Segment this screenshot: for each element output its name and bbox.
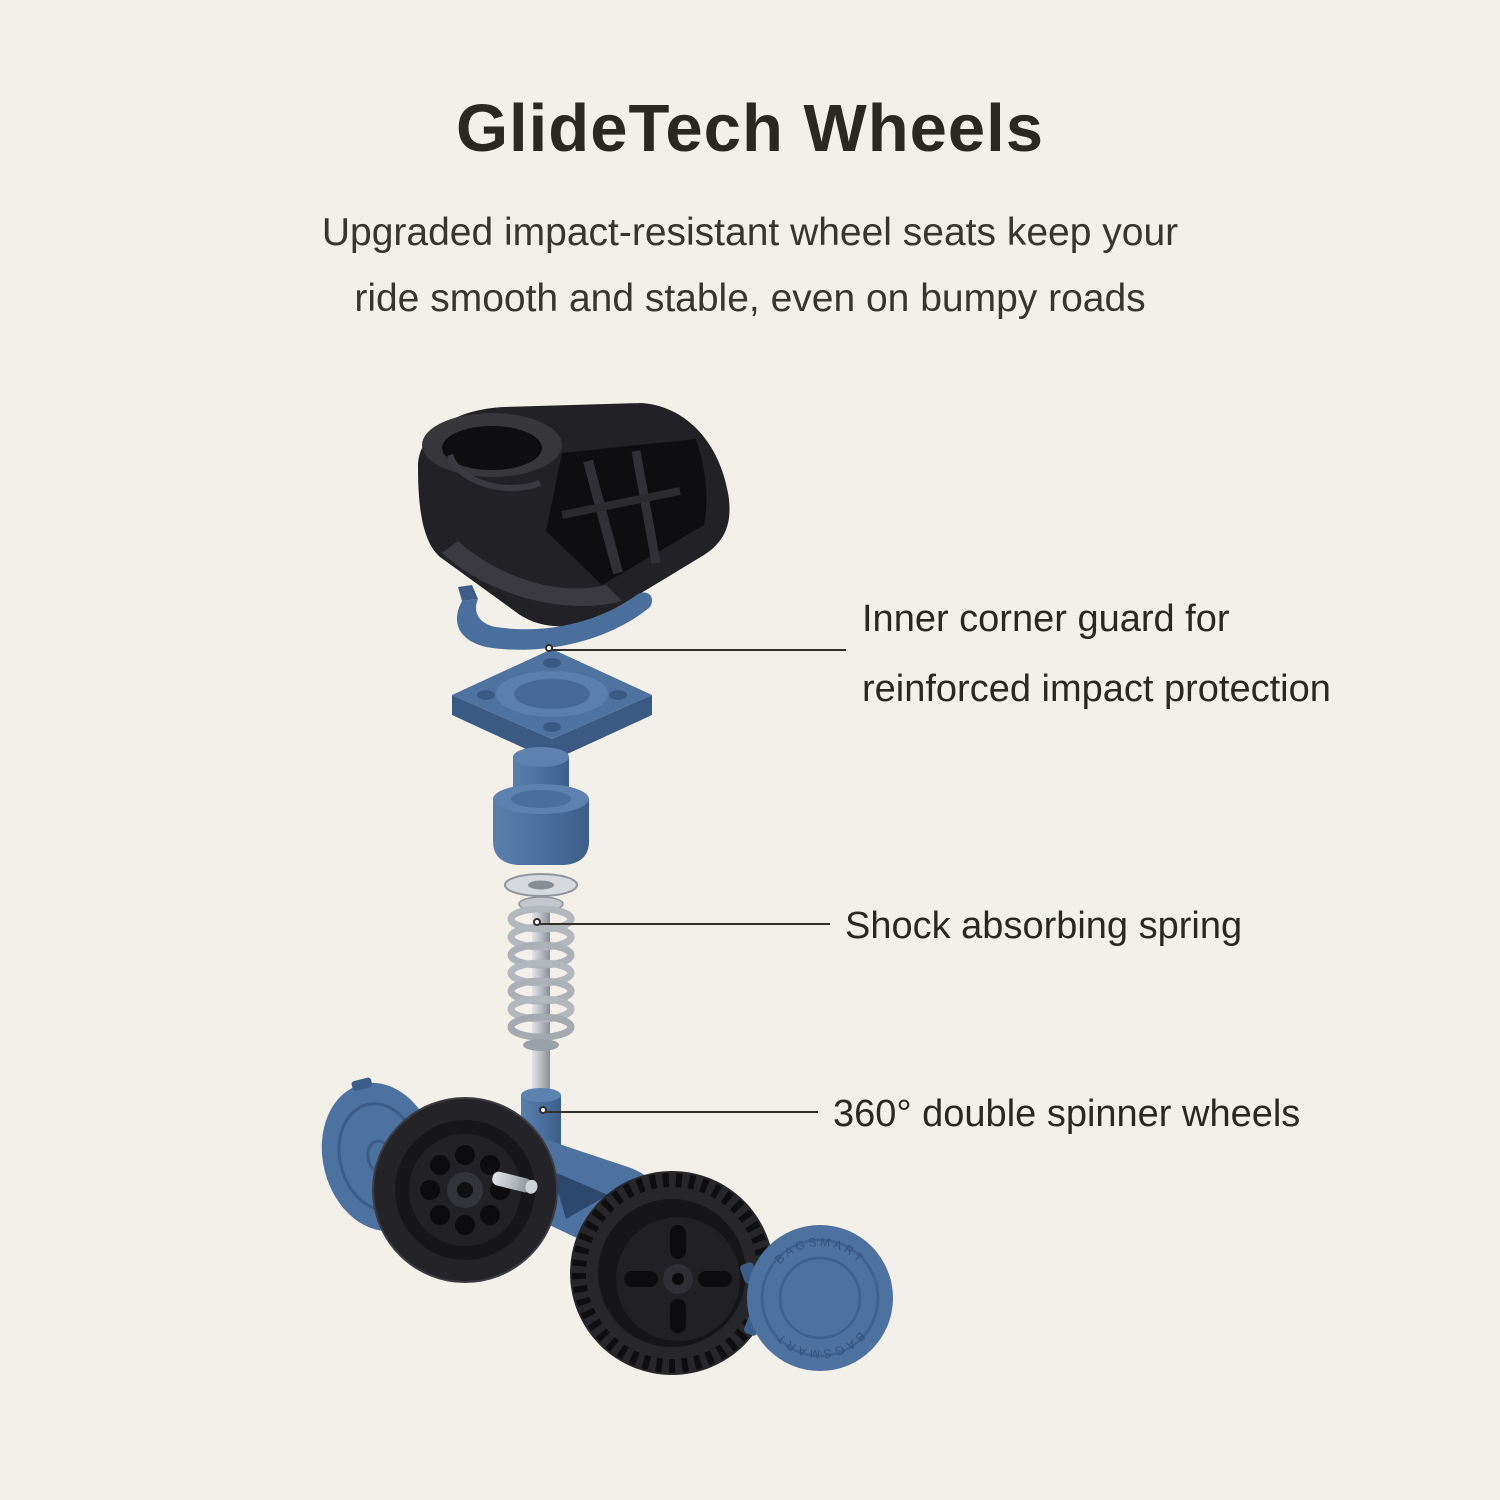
wheel-cap-right: BAGSMART BAGSMART (740, 1225, 893, 1371)
wheel-axle (492, 1171, 538, 1194)
callout-corner-guard-line-1: Inner corner guard for (862, 598, 1230, 640)
leader-dot-spinner (539, 1106, 547, 1114)
subtitle-line-1: Upgraded impact-resistant wheel seats ke… (321, 211, 1179, 254)
callout-spring: Shock absorbing spring (845, 905, 1242, 948)
leader-dot-corner-guard (545, 644, 553, 652)
leader-line-corner-guard (552, 649, 846, 651)
corner-guard (452, 585, 653, 761)
callout-spinner: 360° double spinner wheels (833, 1093, 1300, 1136)
spinner-wheel-left (372, 1097, 558, 1283)
callout-spinner-label: 360° double spinner wheels (833, 1093, 1301, 1135)
wheel-assembly-svg: BAGSMART BAGSMART (321, 403, 893, 1375)
subtitle-line-2: ride smooth and stable, even on bumpy ro… (354, 277, 1146, 320)
wheel-seat-housing (418, 403, 730, 627)
leader-line-spinner (546, 1111, 818, 1113)
page-subtitle: Upgraded impact-resistant wheel seats ke… (0, 200, 1500, 332)
leader-line-spring (540, 923, 830, 925)
callout-corner-guard-line-2: reinforced impact protection (862, 668, 1331, 710)
spinner-wheel-right (570, 1171, 774, 1375)
exploded-wheel-illustration: BAGSMART BAGSMART (300, 395, 900, 1385)
connector-bushing (493, 747, 589, 865)
shock-spring (504, 873, 578, 1095)
callout-spring-label: Shock absorbing spring (845, 905, 1243, 947)
page-title: GlideTech Wheels (455, 91, 1045, 166)
callout-corner-guard: Inner corner guard for reinforced impact… (862, 584, 1331, 724)
leader-dot-spring (533, 918, 541, 926)
